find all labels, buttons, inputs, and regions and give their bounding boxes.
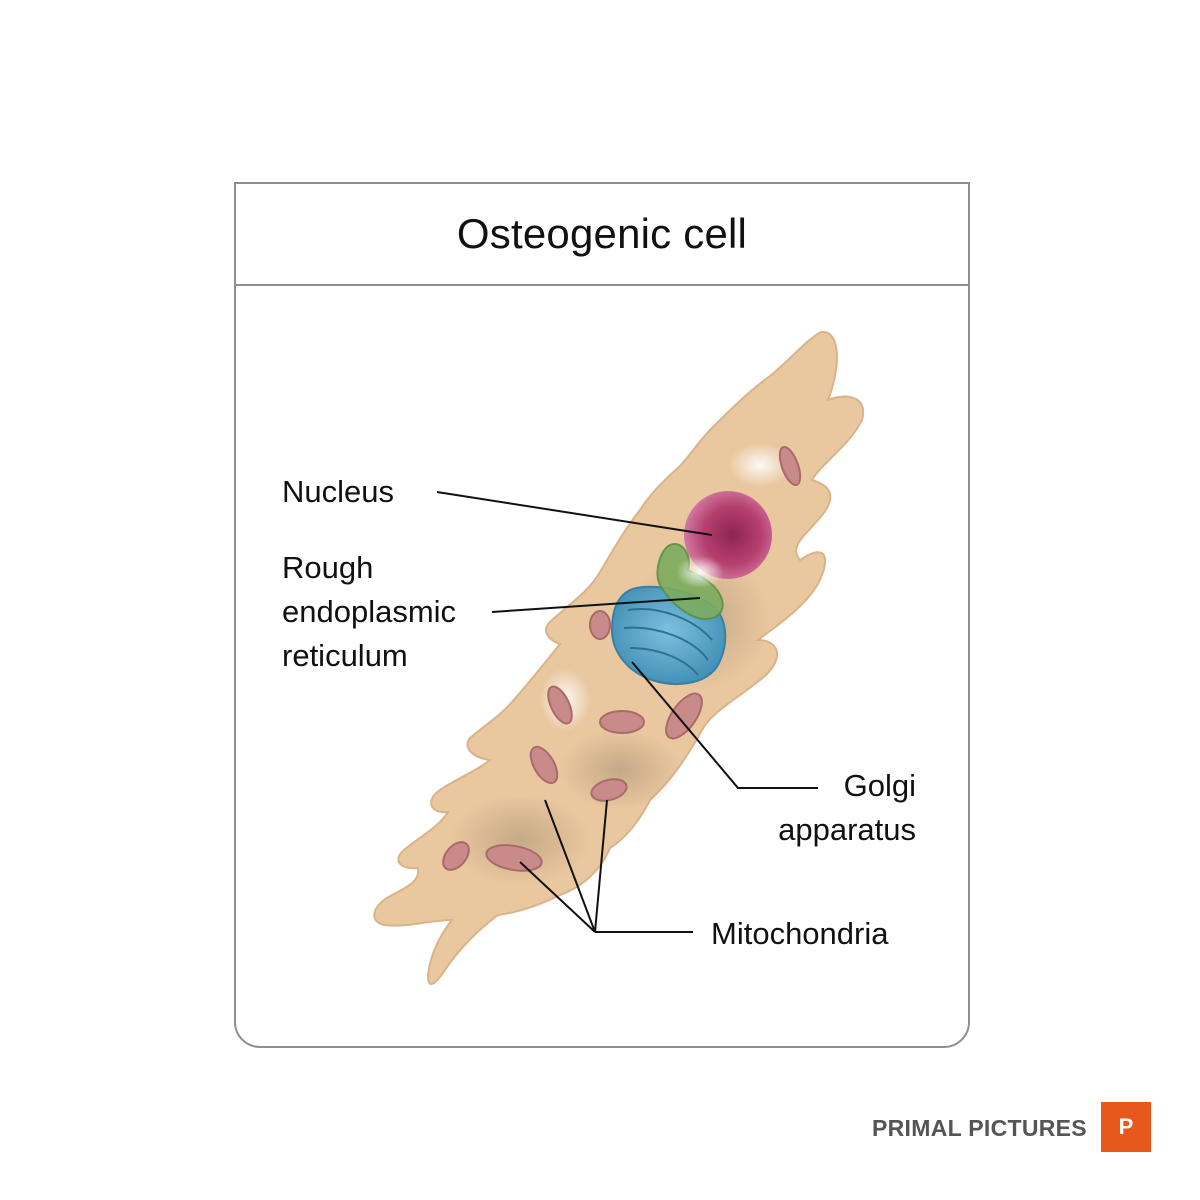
mitochondria-label: Mitochondria: [711, 916, 889, 951]
rer-label-line-1: Rough: [282, 550, 374, 585]
rer-label: Rough endoplasmic reticulum: [282, 546, 456, 678]
mitochondria-group: [442, 446, 802, 872]
mitochondrion: [529, 745, 559, 785]
panel-header: Osteogenic cell: [236, 184, 968, 286]
rer-label-line-3: reticulum: [282, 638, 408, 673]
diagram-title: Osteogenic cell: [456, 210, 748, 257]
nucleus-label: Nucleus: [282, 474, 394, 509]
mitochondrion: [442, 841, 470, 871]
golgi-label-line-1: Golgi: [843, 768, 916, 803]
nucleus-leader: [436, 491, 713, 536]
mitochondrion: [590, 778, 628, 802]
mitochondrion: [599, 710, 645, 734]
mito-leader-1: [544, 799, 596, 933]
leader-lines: [436, 491, 818, 933]
mitochondrion: [665, 692, 703, 740]
mito-leader-3: [519, 861, 596, 933]
rer-label-line-2: endoplasmic: [282, 594, 457, 629]
mitochondrion: [485, 844, 543, 872]
mitochondrion: [547, 685, 573, 725]
golgi-label-line-2: apparatus: [778, 812, 916, 847]
brand-logo: P: [1101, 1102, 1151, 1152]
mitochondrion: [589, 610, 611, 640]
mitochondrion: [778, 446, 802, 486]
mito-leader-2: [594, 799, 608, 933]
golgi-leader: [631, 661, 818, 789]
brand-name: PRIMAL PICTURES: [872, 1114, 1087, 1141]
golgi-label: Golgi apparatus: [758, 764, 916, 852]
rer-leader: [491, 597, 701, 613]
brand: PRIMAL PICTURES: [872, 1104, 1087, 1152]
